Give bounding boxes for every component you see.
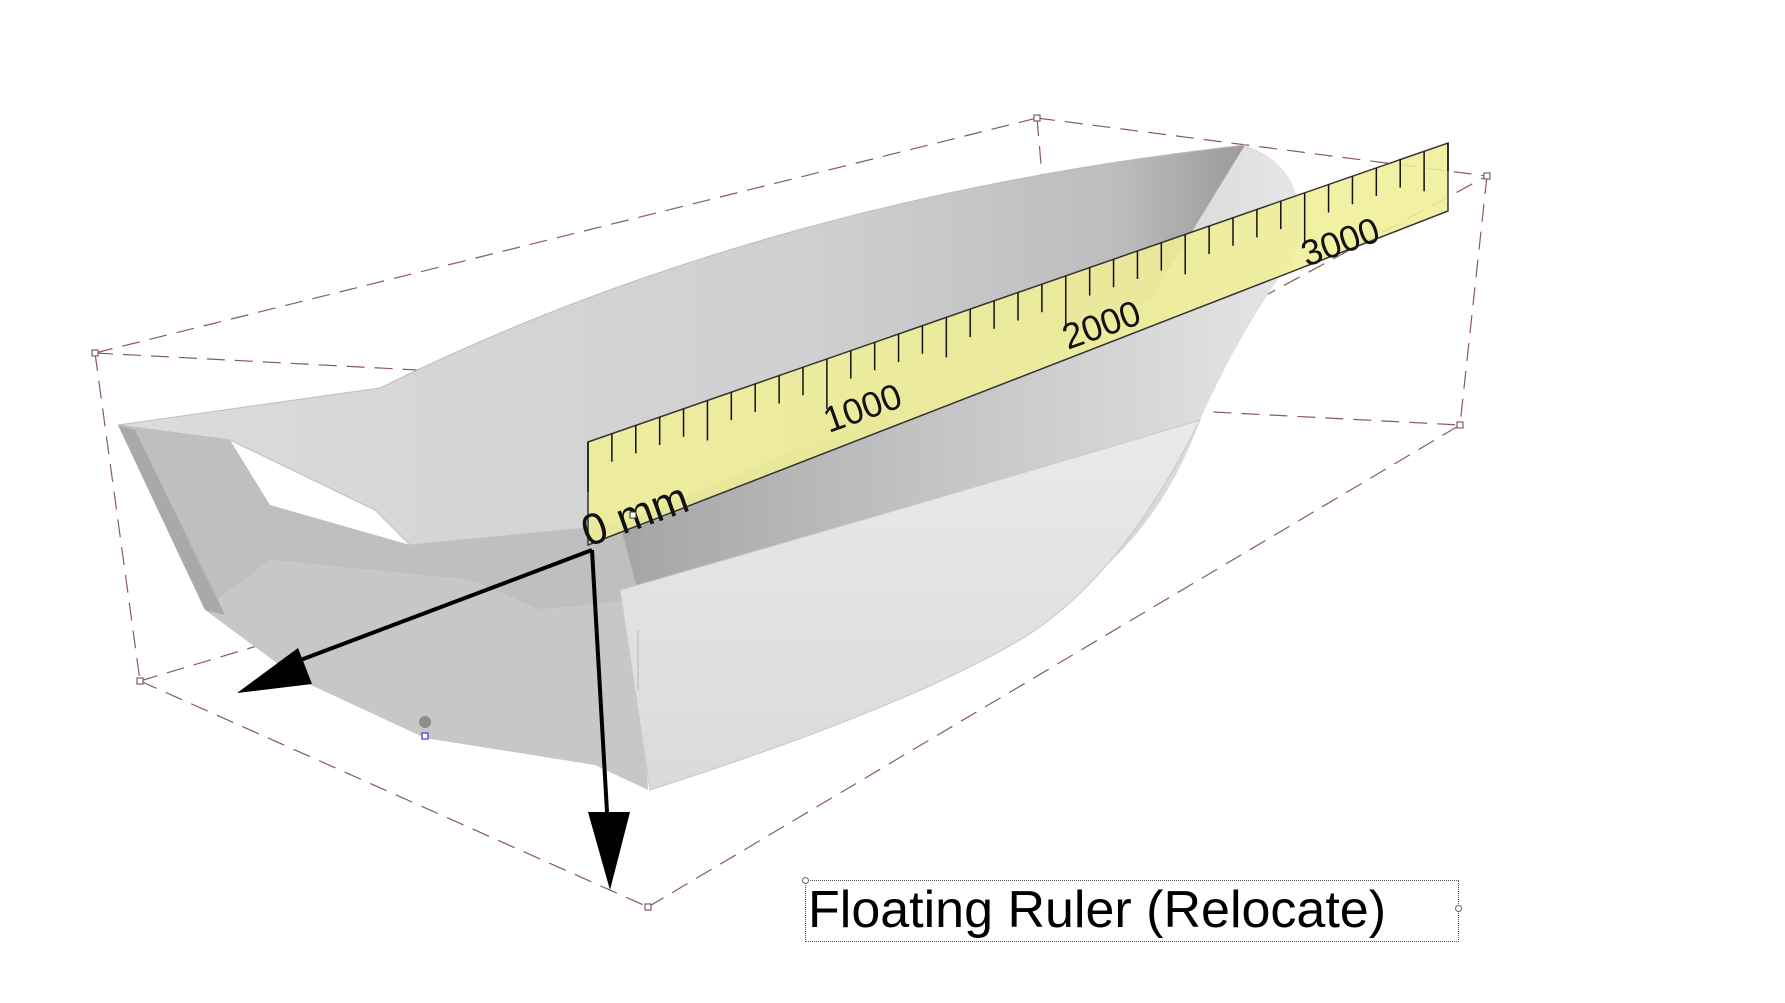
arrow-x-icon[interactable] (237, 648, 312, 693)
bounding-box-corners[interactable] (91, 114, 1491, 911)
hull-bottom (205, 560, 648, 790)
axis-gizmo[interactable] (237, 548, 630, 890)
boat-hull[interactable] (117, 144, 1300, 791)
hull-vertex (419, 716, 431, 728)
caption-text: Floating Ruler (Relocate) (808, 881, 1387, 939)
caption-box[interactable]: Floating Ruler (Relocate) (802, 877, 1462, 942)
hull-inner-wall (118, 425, 640, 610)
hull-side-panel (619, 419, 1201, 791)
ruler-ticks (587, 143, 1449, 492)
grip-handle-icon[interactable] (1455, 905, 1462, 912)
axis-z-line (590, 549, 609, 813)
axis-x-line (289, 548, 593, 666)
grip-handle-icon[interactable] (802, 877, 809, 884)
grip-handle-icon[interactable] (421, 732, 429, 740)
grip-handle-icon[interactable] (629, 511, 637, 519)
hull-transom (118, 425, 225, 615)
arrow-z-icon[interactable] (588, 812, 630, 890)
